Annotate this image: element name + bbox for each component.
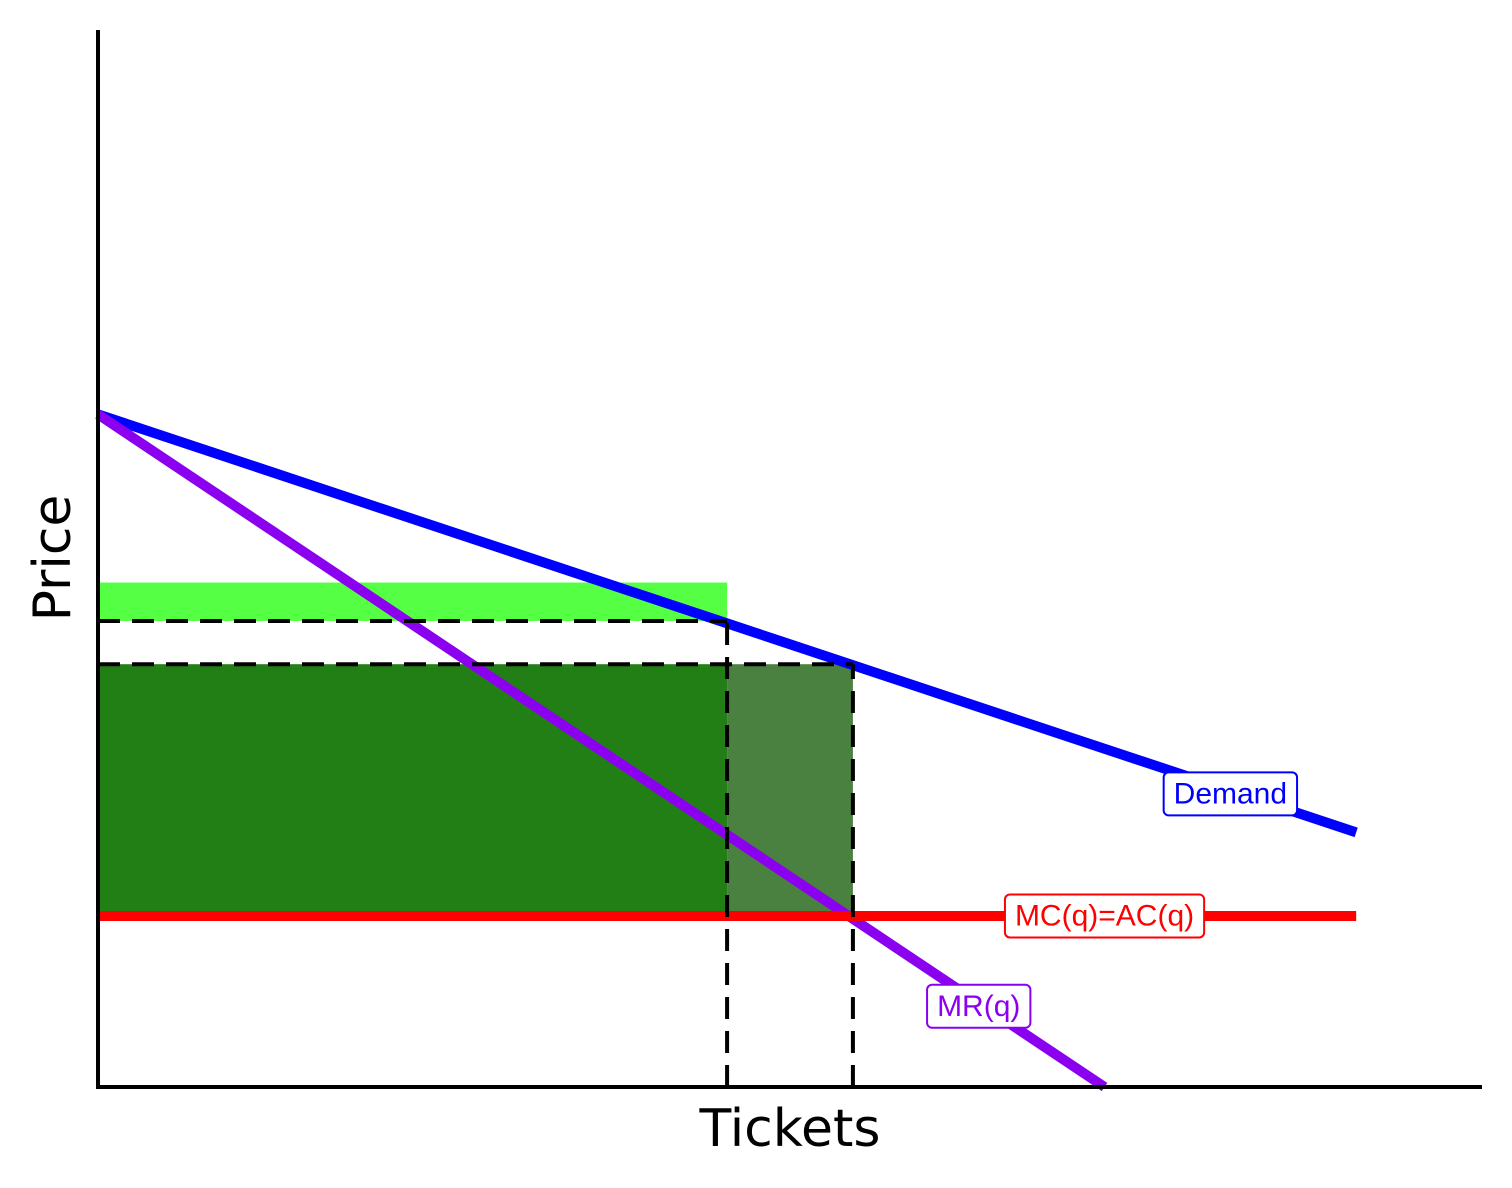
x-axis-title: Tickets [699,1099,881,1159]
label-demand: Demand [1162,771,1299,817]
region-profit-shared-block [98,664,728,914]
axes [96,30,1482,1089]
y-axis-title: Price [23,495,83,622]
reference-lines [98,618,855,1087]
label-box-mr-q [926,983,1032,1029]
curve-mr-q [95,410,1108,1092]
label-text-mr-q: MR(q) [937,990,1020,1023]
label-mr-q: MR(q) [926,983,1032,1029]
label-box-mc-q-ac-q [1003,893,1206,939]
label-mc-q-ac-q: MC(q)=AC(q) [1003,893,1206,939]
label-text-mc-q-ac-q: MC(q)=AC(q) [1015,899,1194,932]
label-text-demand: Demand [1174,777,1287,810]
shaded-regions [98,582,853,914]
label-box-demand [1162,771,1299,817]
